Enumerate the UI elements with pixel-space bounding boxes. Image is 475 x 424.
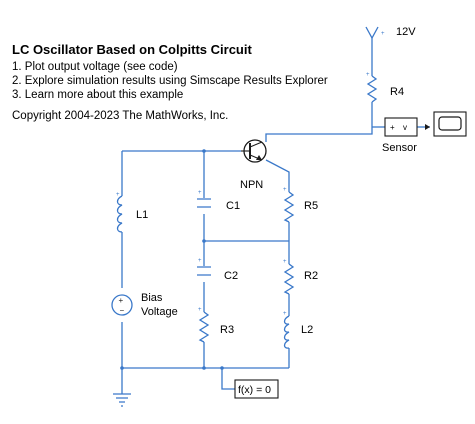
svg-text:+: + <box>283 259 287 265</box>
c2-label: C2 <box>224 270 238 282</box>
svg-text:+: + <box>116 192 120 198</box>
link-plot-output[interactable]: 1. Plot output voltage (see code) <box>12 61 178 73</box>
bias-label-line2: Voltage <box>141 306 178 318</box>
npn-transistor[interactable]: NPN <box>240 139 267 191</box>
svg-text:+: + <box>381 31 385 37</box>
svg-text:+: + <box>283 311 287 317</box>
wires <box>120 38 430 394</box>
voltage-sensor-block[interactable]: + v Sensor <box>382 117 418 154</box>
r5-resistor[interactable]: + R5 <box>283 187 318 223</box>
solver-configuration-block[interactable]: f(x) = 0 <box>234 379 279 399</box>
r5-label: R5 <box>304 200 318 212</box>
c1-capacitor[interactable]: + C1 <box>197 190 240 212</box>
r4-resistor[interactable]: + R4 <box>366 72 404 103</box>
npn-label: NPN <box>240 179 263 191</box>
sensor-v-port: v <box>403 123 407 132</box>
supply-12v-block[interactable]: + 12V <box>365 26 416 40</box>
svg-text:+: + <box>198 190 202 196</box>
r3-label: R3 <box>220 324 234 336</box>
r3-resistor[interactable]: + R3 <box>198 307 234 343</box>
svg-text:−: − <box>120 306 125 315</box>
bias-voltage-source[interactable]: + − Bias Voltage <box>111 292 178 318</box>
page-title: LC Oscillator Based on Colpitts Circuit <box>12 42 252 57</box>
svg-text:+: + <box>283 187 287 193</box>
l2-inductor[interactable]: + L2 <box>283 311 313 349</box>
link-learn-more[interactable]: 3. Learn more about this example <box>12 89 184 101</box>
solver-label: f(x) = 0 <box>238 384 271 396</box>
link-results-explorer[interactable]: 2. Explore simulation results using Sims… <box>12 75 328 87</box>
scope-block[interactable] <box>425 111 467 137</box>
svg-text:+: + <box>119 296 124 305</box>
c1-label: C1 <box>226 200 240 212</box>
c2-capacitor[interactable]: + C2 <box>197 258 238 282</box>
sensor-label: Sensor <box>382 142 417 154</box>
svg-text:+: + <box>198 307 202 313</box>
sensor-plus-port: + <box>390 123 395 132</box>
r2-resistor[interactable]: + R2 <box>283 259 318 295</box>
l1-label: L1 <box>136 209 148 221</box>
ground-icon[interactable] <box>113 393 131 407</box>
r4-label: R4 <box>390 86 404 98</box>
l1-inductor[interactable]: + L1 <box>116 192 148 233</box>
svg-text:+: + <box>198 258 202 264</box>
svg-text:+: + <box>366 72 370 78</box>
bias-label-line1: Bias <box>141 292 163 304</box>
r2-label: R2 <box>304 270 318 282</box>
copyright-text: Copyright 2004-2023 The MathWorks, Inc. <box>12 110 229 122</box>
supply-label: 12V <box>396 26 416 38</box>
l2-label: L2 <box>301 324 313 336</box>
